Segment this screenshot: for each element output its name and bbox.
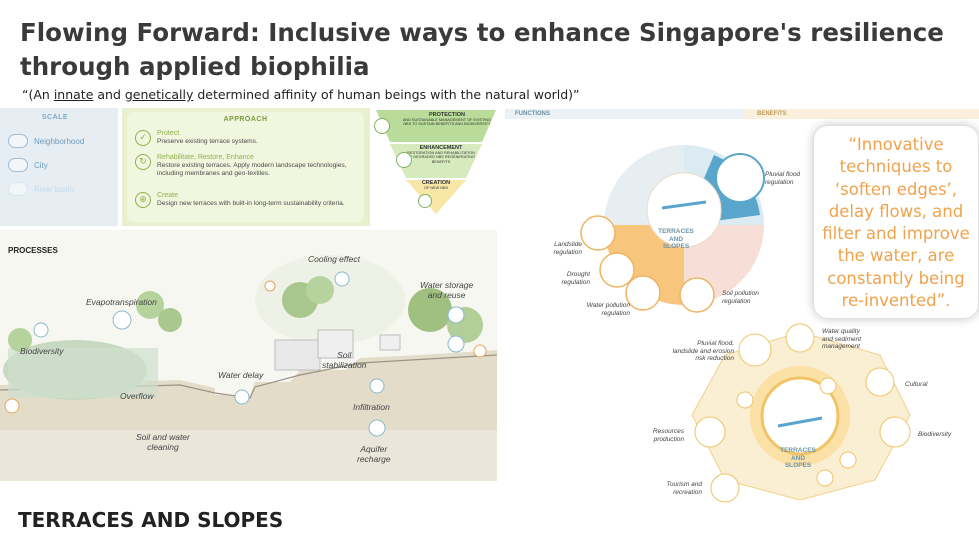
page-title: Flowing Forward: Inclusive ways to enhan…	[20, 18, 944, 81]
label-cooling-effect: Cooling effect	[308, 254, 360, 264]
scale-item-river-basin: River basin	[8, 182, 74, 196]
neighborhood-icon	[8, 134, 28, 148]
functions-diagram	[580, 145, 765, 313]
label-overflow: Overflow	[120, 391, 154, 401]
label-pluvial-risk-reduction: Pluvial flood, landslide and erosion ris…	[672, 340, 734, 362]
label-biodiversity-benefit: Biodiversity	[918, 431, 952, 438]
label-water-delay: Water delay	[218, 370, 264, 380]
refresh-icon	[396, 152, 412, 168]
functions-header: FUNCTIONS	[505, 109, 743, 119]
benefits-center-label: TERRACES AND SLOPES	[780, 447, 816, 469]
river-basin-icon	[8, 182, 28, 196]
label-resources-production: Resources production	[652, 428, 684, 443]
scale-panel: SCALE Neighborhood City River basin	[0, 108, 118, 226]
quote-callout: “Innovative techniques to ‘soften edges’…	[814, 126, 978, 318]
label-pluvial-flood-regulation: Pluvial flood regulation	[765, 171, 801, 186]
label-cultural: Cultural	[905, 381, 928, 388]
scale-item-city: City	[8, 158, 48, 172]
benefits-diagram	[691, 323, 911, 503]
scale-item-neighborhood: Neighborhood	[8, 134, 84, 148]
label-soil-stabilization: Soil stabilization	[322, 350, 367, 370]
scale-heading: SCALE	[41, 114, 69, 121]
label-aquifer-recharge: Aquifer recharge	[357, 444, 391, 464]
subtitle-definition: “(An innate and genetically determined a…	[22, 87, 580, 102]
refresh-icon: ↻	[135, 154, 151, 170]
label-infiltration: Infiltration	[353, 402, 390, 412]
create-icon: ⊕	[135, 192, 151, 208]
label-evapotranspiration: Evapotranspiration	[86, 297, 157, 307]
processes-heading: PROCESSES	[8, 246, 58, 255]
benefits-header: BENEFITS	[743, 109, 979, 119]
processes-illustration: PROCESSES Cooling effect Water storage a…	[0, 230, 497, 481]
shield-check-icon	[374, 118, 390, 134]
label-biodiversity: Biodiversity	[20, 346, 64, 356]
label-landslide-regulation: Landslide regulation	[553, 241, 582, 256]
check-icon: ✓	[135, 130, 151, 146]
quote-text: “Innovative techniques to ‘soften edges’…	[822, 135, 970, 311]
label-soil-pollution-regulation: Soil pollution regulation	[722, 290, 759, 305]
label-tourism-recreation: Tourism and recreation	[666, 481, 702, 496]
functions-center-label: TERRACES AND SLOPES	[658, 228, 694, 250]
section-title-terraces-slopes: TERRACES AND SLOPES	[18, 508, 284, 532]
label-drought-regulation: Drought regulation	[561, 271, 590, 286]
label-soil-water-cleaning: Soil and water cleaning	[136, 432, 190, 452]
approach-heading: APPROACH	[223, 116, 268, 123]
label-water-quality: Water quality and sediment management	[822, 328, 862, 350]
terrace-landscape-graphic	[0, 255, 497, 481]
label-water-pollution-regulation: Water pollution regulation	[586, 302, 630, 317]
label-water-storage: Water storage and reuse	[420, 280, 474, 300]
city-icon	[8, 158, 28, 172]
triangle-graphic	[376, 110, 496, 214]
create-icon	[418, 194, 432, 208]
